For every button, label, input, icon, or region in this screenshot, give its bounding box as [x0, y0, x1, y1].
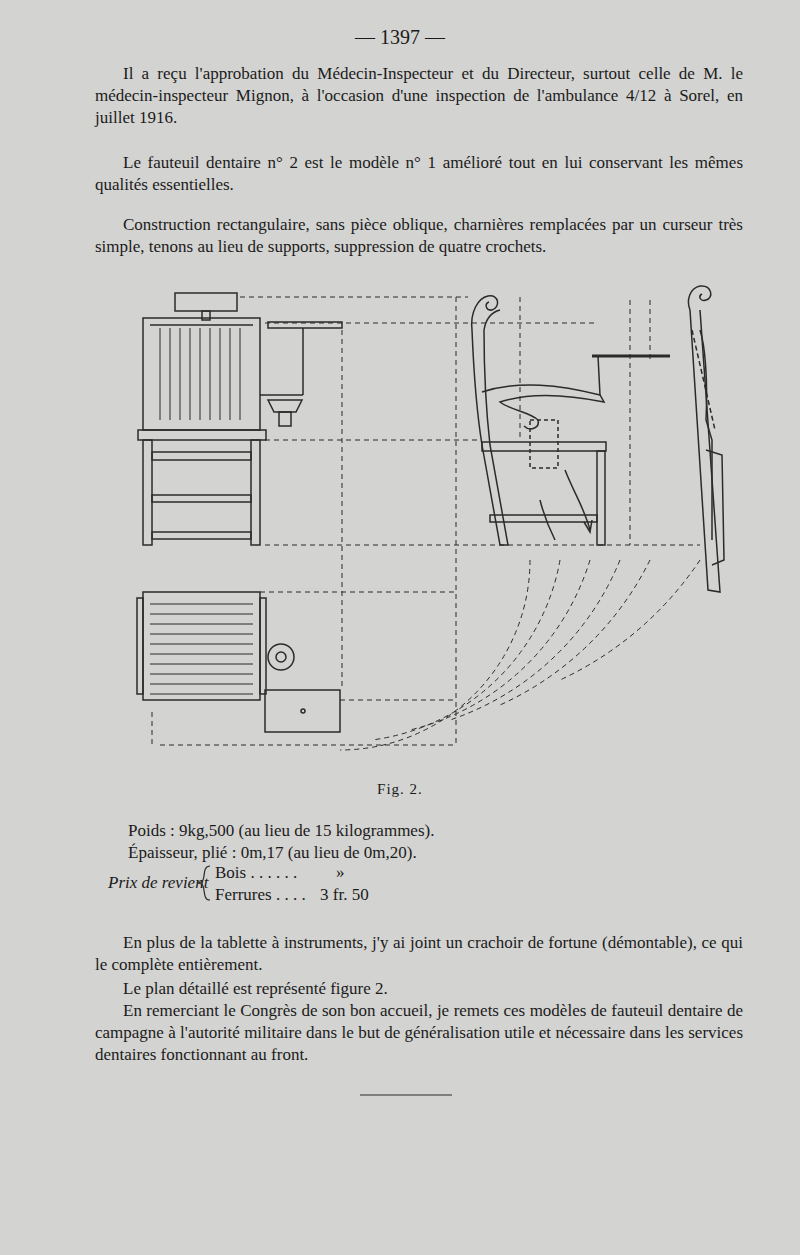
paragraph: En plus de la tablette à instruments, j'…: [95, 932, 743, 976]
paragraph: Il a reçu l'approbation du Médecin-Inspe…: [95, 63, 743, 129]
spec-value: »: [336, 862, 345, 884]
side-view: [472, 296, 670, 545]
spec-item: Ferrures . . . .: [215, 884, 306, 906]
folded-view: [688, 286, 724, 592]
spec-line: Épaisseur, plié : 0m,17 (au lieu de 0m,2…: [128, 842, 417, 864]
paragraph: Le plan détaillé est représenté figure 2…: [95, 978, 743, 1000]
end-rule: [360, 1095, 452, 1096]
spec-label: Prix de revient: [108, 872, 208, 894]
paragraph: Construction rectangulaire, sans pièce o…: [95, 214, 743, 258]
front-view: [138, 293, 342, 545]
plan-view: [137, 592, 340, 732]
figure-caption: Fig. 2.: [377, 778, 423, 800]
spec-value: 3 fr. 50: [320, 884, 369, 906]
page-number: — 1397 —: [355, 26, 445, 48]
paragraph: Le fauteuil dentaire n° 2 est le modèle …: [95, 152, 743, 196]
spec-item: Bois . . . . . .: [215, 862, 297, 884]
paragraph: En remerciant le Congrès de son bon accu…: [95, 1000, 743, 1066]
spec-line: Poids : 9kg,500 (au lieu de 15 kilogramm…: [128, 820, 434, 842]
construction-lines: [152, 297, 700, 750]
